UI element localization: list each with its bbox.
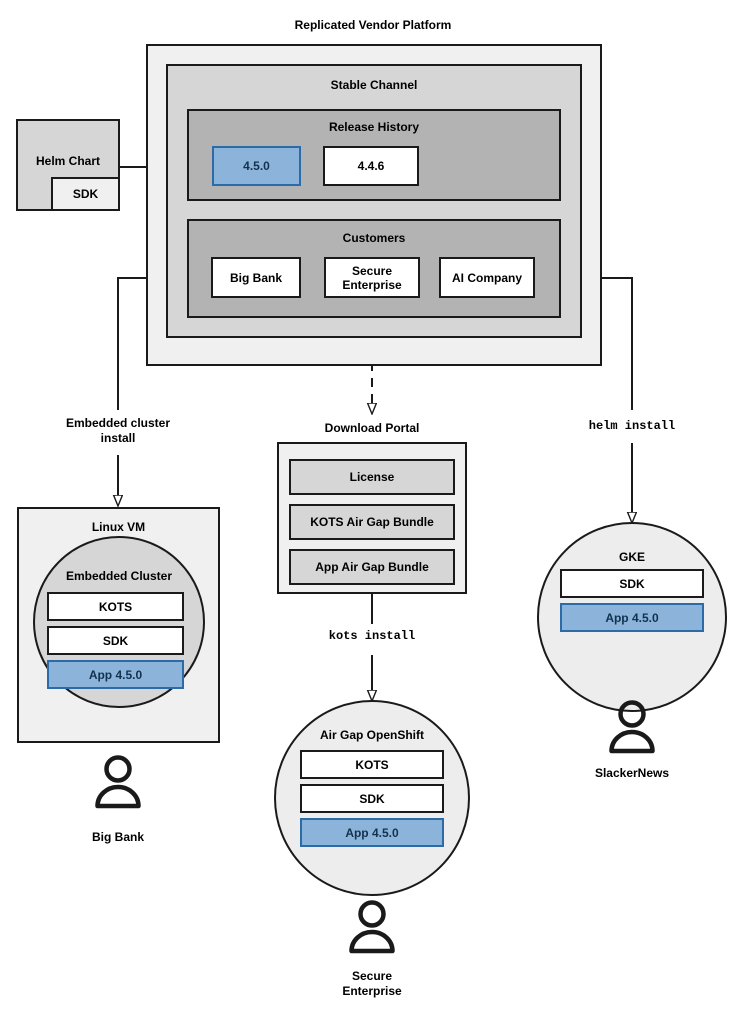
edge-label-helm-install: helm install	[588, 419, 676, 433]
embedded-cluster-label: Embedded Cluster	[65, 569, 173, 583]
slackernews-customer-label: SlackerNews	[594, 766, 670, 780]
secure-enterprise-customer-label: Secure Enterprise	[272, 969, 472, 999]
openshift-component-sdk[interactable]: SDK	[300, 784, 444, 813]
download-portal-artifact-app-air-gap-bundle[interactable]: App Air Gap Bundle	[289, 549, 455, 585]
customer-ai-company[interactable]: AI Company	[439, 257, 535, 298]
download-portal-artifact-kots-air-gap-bundle[interactable]: KOTS Air Gap Bundle	[289, 504, 455, 540]
edge-label-kots-install: kots install	[328, 629, 416, 643]
edge-label-embedded-cluster-install-line1: Embedded cluster	[65, 416, 171, 430]
gke-component-app[interactable]: App 4.5.0	[560, 603, 704, 632]
edge-label-embedded-cluster-install-line2: install	[100, 431, 136, 445]
download-portal-title: Download Portal	[324, 421, 420, 435]
gke-label: GKE	[618, 550, 645, 564]
customers-title: Customers	[342, 231, 406, 245]
openshift-component-kots[interactable]: KOTS	[300, 750, 444, 779]
release-history-title: Release History	[328, 120, 420, 134]
helm-chart-sdk-box[interactable]: SDK	[51, 177, 120, 211]
edge-label-embedded-cluster-install: Embedded cluster install	[18, 416, 218, 446]
secure-enterprise-customer-label-line2: Enterprise	[342, 984, 402, 998]
customer-secure-enterprise-line2: Enterprise	[342, 277, 402, 292]
customer-secure-enterprise[interactable]: Secure Enterprise	[324, 257, 420, 298]
linux-vm-component-kots[interactable]: KOTS	[47, 592, 184, 621]
gke-component-sdk[interactable]: SDK	[560, 569, 704, 598]
stable-channel-title: Stable Channel	[330, 78, 418, 92]
big-bank-person-icon	[93, 755, 143, 809]
air-gap-openshift-label: Air Gap OpenShift	[319, 728, 424, 742]
page-title: Replicated Vendor Platform	[294, 18, 452, 32]
big-bank-customer-label: Big Bank	[91, 830, 144, 844]
customer-big-bank[interactable]: Big Bank	[211, 257, 301, 298]
release-4-5-0[interactable]: 4.5.0	[212, 146, 301, 186]
helm-chart-label: Helm Chart	[35, 154, 100, 168]
linux-vm-component-app[interactable]: App 4.5.0	[47, 660, 184, 689]
secure-enterprise-person-icon	[347, 900, 397, 954]
slackernews-person-icon	[607, 700, 657, 754]
linux-vm-label: Linux VM	[91, 520, 146, 534]
download-portal-artifact-license[interactable]: License	[289, 459, 455, 495]
secure-enterprise-customer-label-line1: Secure	[351, 969, 393, 983]
linux-vm-component-sdk[interactable]: SDK	[47, 626, 184, 655]
openshift-component-app[interactable]: App 4.5.0	[300, 818, 444, 847]
customer-secure-enterprise-line1: Secure	[351, 263, 393, 278]
release-4-4-6[interactable]: 4.4.6	[323, 146, 419, 186]
